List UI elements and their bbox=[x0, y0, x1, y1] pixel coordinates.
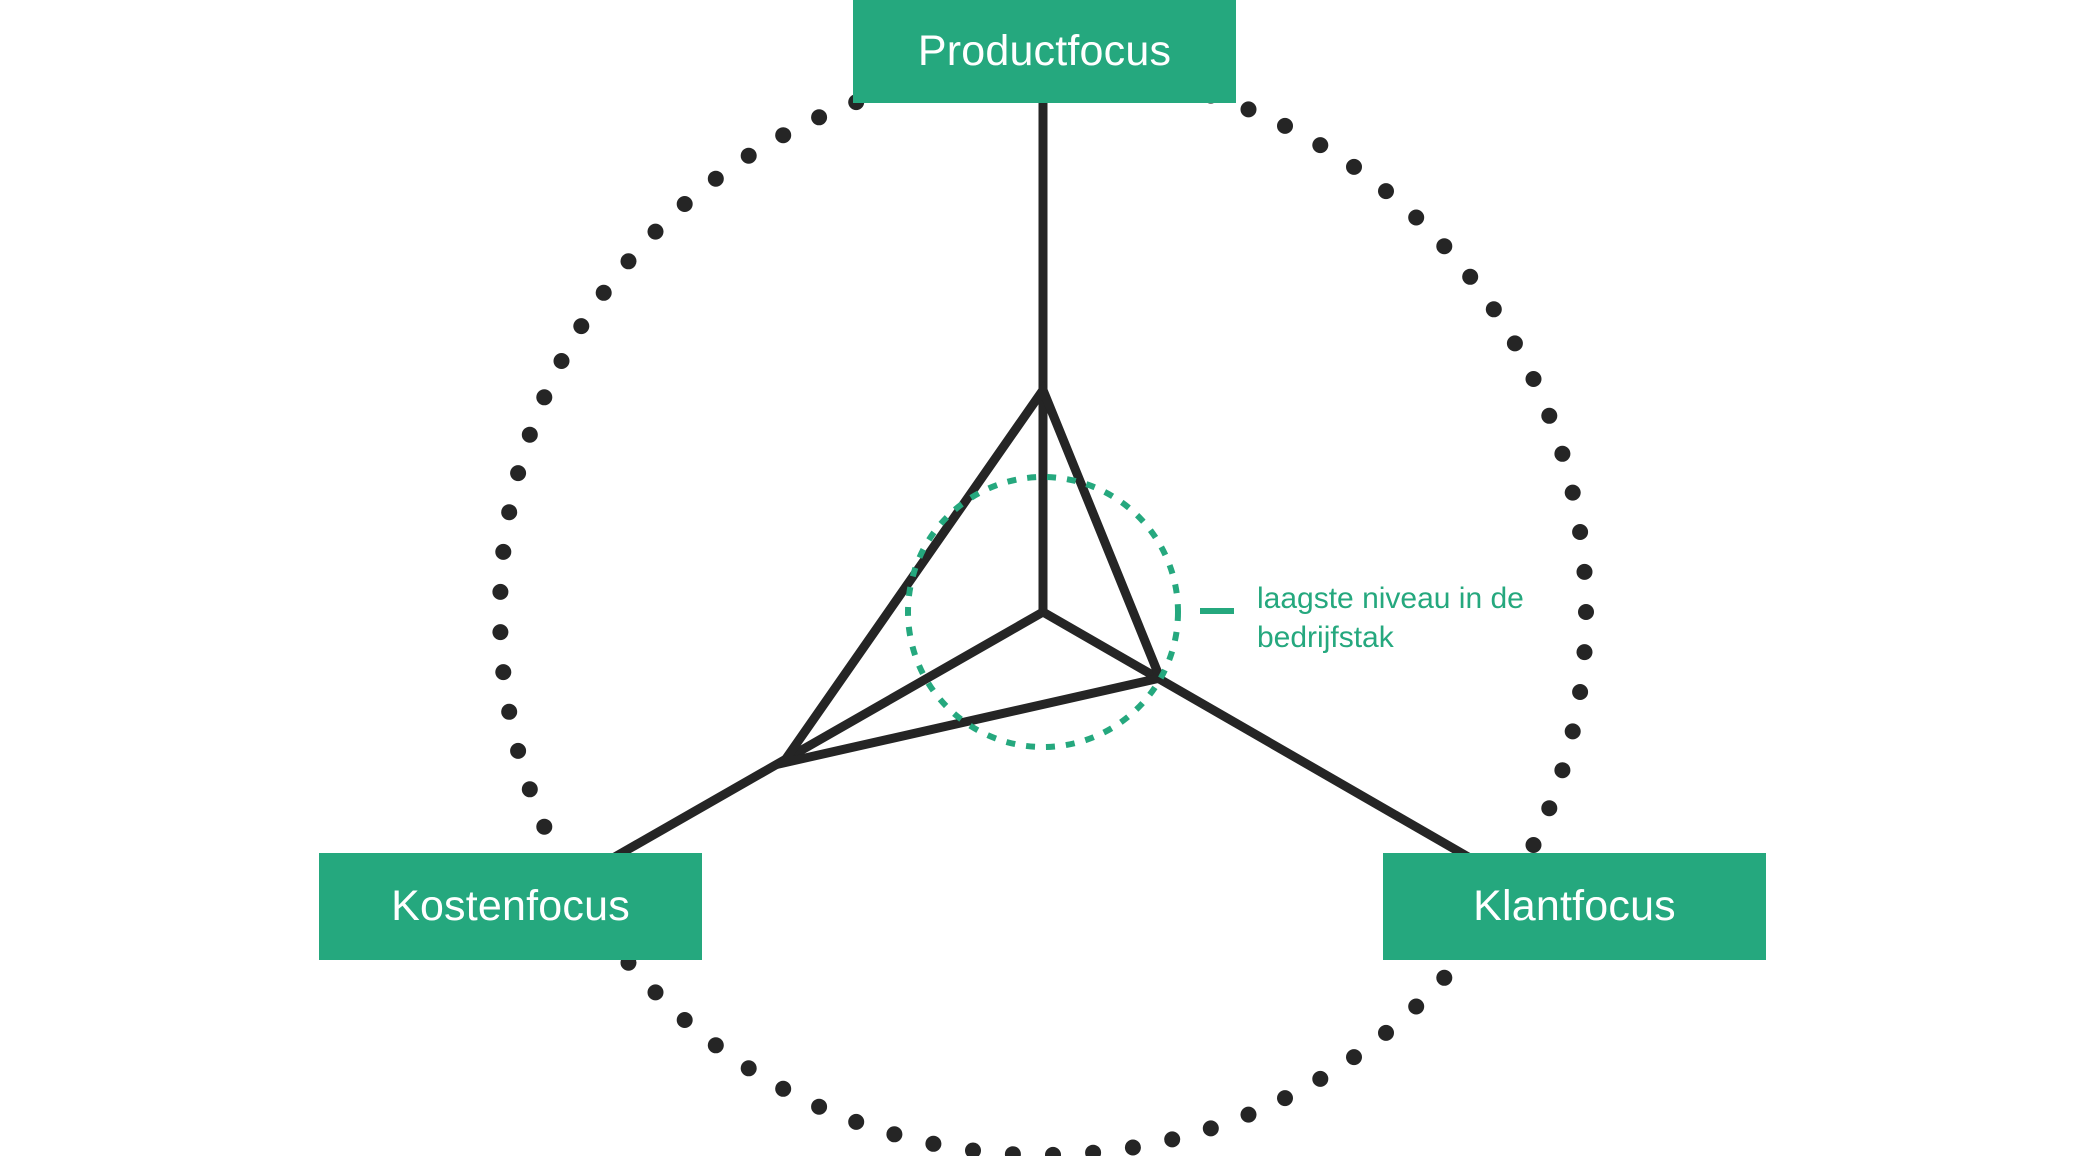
outer-circle-dot bbox=[495, 543, 512, 560]
outer-circle-dot bbox=[707, 1037, 724, 1054]
outer-circle-dot bbox=[1378, 183, 1394, 200]
label-kostenfocus: Kostenfocus bbox=[319, 853, 702, 960]
outer-circle-dot bbox=[1240, 1106, 1257, 1123]
outer-circle-dot bbox=[595, 284, 612, 301]
industry-minimum-circle bbox=[905, 474, 1181, 750]
outer-circle-dot bbox=[521, 781, 538, 798]
outer-circle-dot bbox=[676, 1012, 693, 1028]
outer-circle-dot bbox=[501, 703, 518, 720]
label-klantfocus: Klantfocus bbox=[1383, 853, 1766, 960]
outer-circle-dot bbox=[740, 147, 757, 164]
outer-circle-dot bbox=[1564, 484, 1581, 501]
axis-cost bbox=[610, 608, 1046, 862]
outer-circle-dot bbox=[1124, 1139, 1141, 1156]
outer-circle-dot bbox=[1346, 1049, 1362, 1066]
outer-circle-dot bbox=[1541, 800, 1558, 817]
outer-circle-dot bbox=[1572, 684, 1589, 700]
outer-circle-dot bbox=[925, 1135, 942, 1152]
outer-circle-dot bbox=[1277, 1090, 1293, 1107]
outer-circle-dot bbox=[553, 353, 570, 369]
outer-circle-dot bbox=[1572, 524, 1589, 540]
annotation-line-2: bedrijfstak bbox=[1257, 621, 1394, 654]
outer-circle-dot bbox=[811, 109, 828, 126]
profile-triangle bbox=[772, 380, 1167, 770]
outer-circle-dot bbox=[536, 389, 553, 406]
outer-circle-dot bbox=[1408, 998, 1425, 1015]
outer-circle-dot bbox=[510, 465, 527, 482]
outer-circle-dot bbox=[620, 253, 637, 270]
outer-circle-dot bbox=[1346, 158, 1362, 175]
outer-circle-dot bbox=[707, 170, 724, 187]
outer-circle-dot bbox=[1462, 268, 1479, 285]
outer-circle-dot bbox=[492, 583, 509, 600]
outer-circle-dot bbox=[573, 318, 590, 335]
outer-circle-dot bbox=[1436, 238, 1453, 255]
outer-circle-dot bbox=[811, 1098, 828, 1115]
label-klantfocus-text: Klantfocus bbox=[1473, 882, 1676, 930]
outer-circle-dot bbox=[1554, 762, 1571, 779]
outer-circle-dot bbox=[647, 984, 664, 1001]
annotation-dash bbox=[1200, 608, 1234, 614]
outer-circle-dot bbox=[1164, 1131, 1181, 1148]
outer-circle-dot bbox=[1485, 301, 1502, 318]
label-productfocus-text: Productfocus bbox=[917, 27, 1172, 75]
outer-circle-dot bbox=[1240, 101, 1257, 118]
outer-circle-dot bbox=[1578, 604, 1594, 620]
outer-circle-dot bbox=[775, 1080, 792, 1097]
outer-circle-dot bbox=[1525, 837, 1542, 853]
outer-circle-dot bbox=[1541, 407, 1558, 424]
annotation-line-1: laagste niveau in de bbox=[1257, 582, 1524, 615]
outer-circle-dot bbox=[1576, 644, 1593, 661]
outer-circle-dot bbox=[1564, 723, 1581, 740]
label-kostenfocus-text: Kostenfocus bbox=[391, 882, 630, 930]
outer-circle-dot bbox=[1312, 1070, 1329, 1087]
outer-circle-dot bbox=[492, 624, 509, 641]
outer-circle-dot bbox=[1408, 209, 1425, 226]
outer-circle-dot bbox=[510, 742, 527, 759]
outer-circle-dot bbox=[1277, 117, 1293, 134]
outer-circle-dot bbox=[647, 223, 664, 240]
outer-circle-dot bbox=[1045, 1146, 1061, 1156]
outer-circle-dot bbox=[775, 127, 792, 144]
outer-circle-dot bbox=[1506, 335, 1523, 352]
outer-circle-dot bbox=[1085, 1144, 1102, 1156]
axis-customer bbox=[1040, 608, 1473, 862]
outer-circle-dot bbox=[1576, 563, 1593, 580]
outer-circle-dot bbox=[848, 1113, 865, 1130]
outer-circle-dot bbox=[886, 1126, 903, 1143]
outer-circle-dot bbox=[1004, 1146, 1021, 1156]
outer-circle-dot bbox=[1554, 445, 1571, 462]
label-productfocus: Productfocus bbox=[853, 0, 1236, 103]
outer-circle-dot bbox=[521, 426, 538, 443]
outer-circle-dot bbox=[1436, 969, 1453, 986]
outer-circle-dot bbox=[965, 1142, 981, 1156]
outer-circle-dot bbox=[501, 504, 518, 521]
outer-circle-dot bbox=[1378, 1024, 1394, 1041]
outer-circle-dot bbox=[1312, 137, 1329, 154]
annotation-text: laagste niveau in de bedrijfstak bbox=[1257, 579, 1587, 657]
outer-circle-dot bbox=[1525, 371, 1542, 387]
outer-circle-dot bbox=[536, 818, 553, 835]
outer-circle-dot bbox=[495, 664, 512, 681]
outer-circle-dot bbox=[740, 1060, 757, 1077]
outer-circle-dot bbox=[1202, 1120, 1219, 1137]
outer-circle-dot bbox=[676, 196, 693, 212]
